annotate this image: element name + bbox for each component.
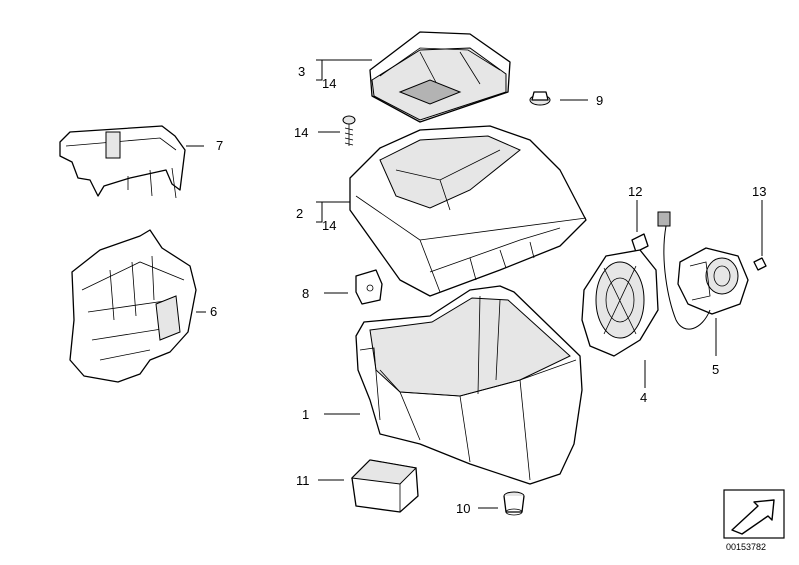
part-8-clip bbox=[355, 269, 383, 305]
callout-2-sub: 14 bbox=[322, 218, 336, 233]
part-12-screw bbox=[631, 200, 649, 253]
callout-2: 2 bbox=[296, 206, 303, 221]
part-13-screw bbox=[753, 200, 767, 271]
callout-6: 6 bbox=[210, 304, 217, 319]
part-7-bracket bbox=[59, 125, 186, 199]
orientation-arrow-icon bbox=[731, 499, 775, 535]
callout-9: 9 bbox=[596, 93, 603, 108]
reference-number: 00153782 bbox=[726, 542, 766, 552]
part-9-grommet bbox=[529, 91, 551, 106]
callout-3-sub: 14 bbox=[322, 76, 336, 91]
part-6-holder bbox=[69, 229, 197, 383]
orientation-arrow-box bbox=[723, 489, 785, 539]
callout-11: 11 bbox=[296, 473, 310, 488]
callout-1: 1 bbox=[302, 407, 309, 422]
callout-5: 5 bbox=[712, 362, 719, 377]
callout-13: 13 bbox=[752, 184, 766, 199]
callout-12: 12 bbox=[628, 184, 642, 199]
callout-4: 4 bbox=[640, 390, 647, 405]
callout-7: 7 bbox=[216, 138, 223, 153]
part-4-fan-shroud bbox=[581, 249, 659, 357]
callout-8: 8 bbox=[302, 286, 309, 301]
part-10-plug bbox=[503, 491, 525, 516]
callout-10: 10 bbox=[456, 501, 470, 516]
part-14-screw bbox=[342, 115, 356, 146]
part-1-lower-housing bbox=[355, 285, 583, 485]
part-2-upper-housing bbox=[349, 125, 587, 297]
part-11-pad bbox=[350, 459, 419, 513]
part-3-cover bbox=[369, 31, 511, 123]
callout-14: 14 bbox=[294, 125, 308, 140]
callout-3: 3 bbox=[298, 64, 305, 79]
part-5-blower bbox=[657, 211, 749, 330]
